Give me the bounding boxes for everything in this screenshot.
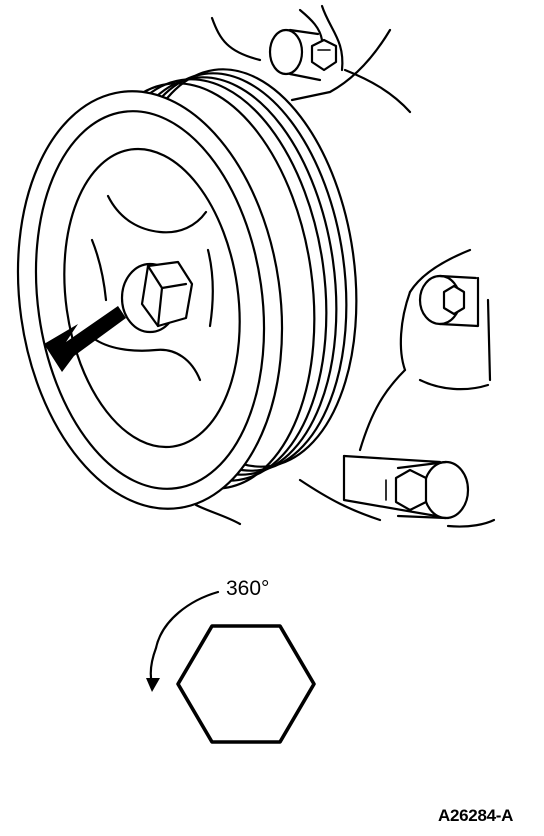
figure-code: A26284-A <box>438 806 514 825</box>
rotation-arrow <box>146 590 220 692</box>
crankshaft-bolt <box>120 260 194 334</box>
rotation-label: 360° <box>226 577 270 600</box>
side-bolt <box>418 274 480 328</box>
pointer-arrow <box>44 306 126 372</box>
upper-bolt <box>268 28 338 82</box>
engine-block-outline <box>194 4 496 528</box>
hexagon-symbol <box>176 624 316 744</box>
lower-bracket-bolt <box>342 454 470 520</box>
